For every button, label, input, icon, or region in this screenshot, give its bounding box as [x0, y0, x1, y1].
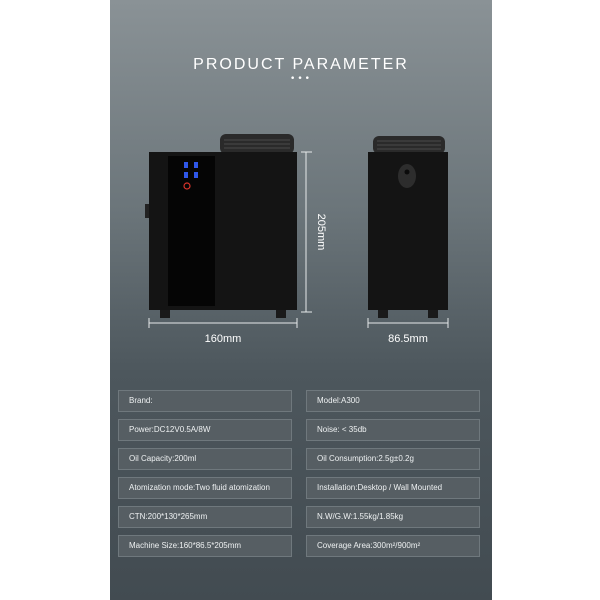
depth-dimension-line — [367, 318, 449, 328]
indicator-light — [194, 172, 198, 178]
page-title: PRODUCT PARAMETER — [193, 56, 409, 73]
indicator-light — [184, 172, 188, 178]
front-view-device — [145, 134, 297, 318]
indicator-light — [194, 162, 198, 168]
foot — [276, 310, 286, 318]
parameter-row: Atomization mode:Two fluid atomization I… — [110, 477, 492, 499]
foot — [378, 310, 388, 318]
depth-label: 86.5mm — [388, 333, 428, 345]
parameter-cell: Power:DC12V0.5A/8W — [118, 419, 292, 441]
height-label: 205mm — [315, 214, 327, 251]
side-view-device — [368, 136, 448, 318]
parameter-cell: Oil Capacity:200ml — [118, 448, 292, 470]
parameter-row: Brand: Model:A300 — [110, 390, 492, 412]
title-dots: ••• — [290, 74, 312, 84]
parameter-cell: Noise: < 35db — [306, 419, 480, 441]
front-panel — [168, 156, 215, 306]
indicator-light — [184, 162, 188, 168]
parameter-panel: PRODUCT PARAMETER ••• — [110, 0, 492, 600]
side-knob — [145, 204, 149, 218]
parameter-cell: Model:A300 — [306, 390, 480, 412]
foot — [428, 310, 438, 318]
parameter-cell: Atomization mode:Two fluid atomization — [118, 477, 292, 499]
parameter-row: CTN:200*130*265mm N.W/G.W:1.55kg/1.85kg — [110, 506, 492, 528]
parameter-cell: Coverage Area:300m²/900m² — [306, 535, 480, 557]
parameter-row: Machine Size:160*86.5*205mm Coverage Are… — [110, 535, 492, 557]
nozzle-hole — [404, 169, 410, 175]
width-label: 160mm — [205, 333, 242, 345]
nozzle — [398, 164, 416, 188]
width-dimension-line — [148, 318, 298, 328]
parameter-row: Power:DC12V0.5A/8W Noise: < 35db — [110, 419, 492, 441]
parameter-cell: Oil Consumption:2.5g±0.2g — [306, 448, 480, 470]
product-dimension-diagram: 205mm 160mm — [145, 134, 449, 345]
parameter-row: Oil Capacity:200ml Oil Consumption:2.5g±… — [110, 448, 492, 470]
power-icon — [183, 182, 191, 190]
parameter-cell: Installation:Desktop / Wall Mounted — [306, 477, 480, 499]
foot — [160, 310, 170, 318]
height-dimension-line — [301, 151, 312, 313]
parameter-cell: N.W/G.W:1.55kg/1.85kg — [306, 506, 480, 528]
parameter-cell: Brand: — [118, 390, 292, 412]
parameter-cell: CTN:200*130*265mm — [118, 506, 292, 528]
parameter-cell: Machine Size:160*86.5*205mm — [118, 535, 292, 557]
